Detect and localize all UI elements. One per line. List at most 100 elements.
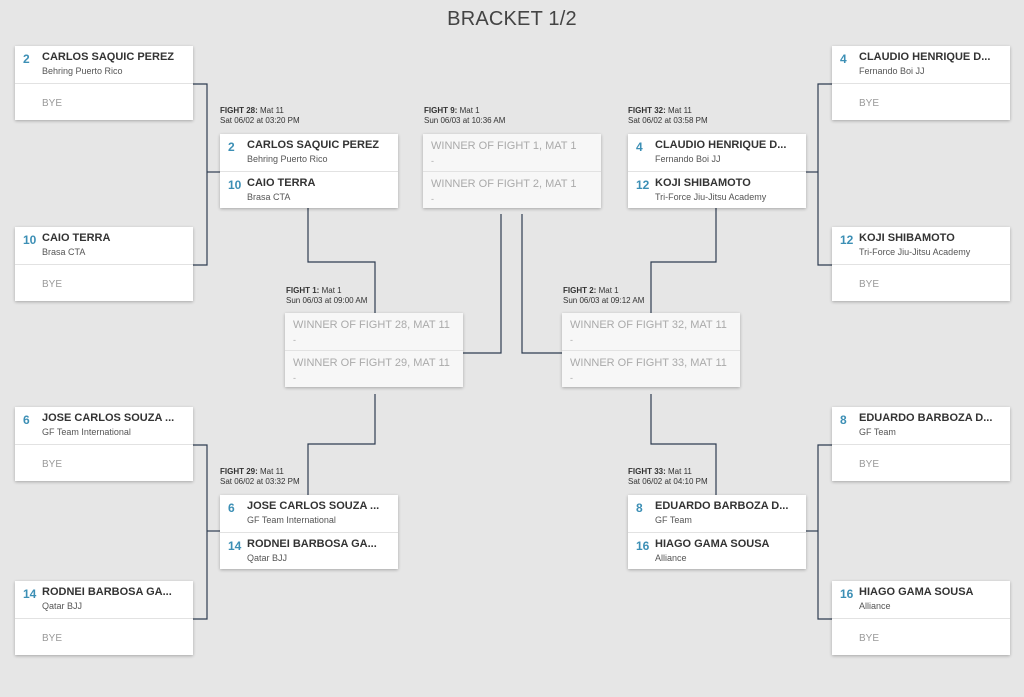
fight-date: Sat 06/02 at 03:58 PM xyxy=(628,116,708,125)
team-name: Brasa CTA xyxy=(247,192,291,202)
competitor-slot[interactable]: 8 EDUARDO BARBOZA D... GF Team xyxy=(628,495,806,532)
team-name: GF Team xyxy=(859,427,896,437)
fight-card[interactable]: WINNER OF FIGHT 28, MAT 11 - WINNER OF F… xyxy=(285,313,463,387)
team-name: Tri-Force Jiu-Jitsu Academy xyxy=(859,247,971,257)
bye-slot: BYE xyxy=(15,264,193,301)
competitor-slot[interactable]: 4 CLAUDIO HENRIQUE D... Fernando Boi JJ xyxy=(628,134,806,171)
seed-number: 12 xyxy=(840,233,854,247)
pending-slot[interactable]: WINNER OF FIGHT 2, MAT 1 - xyxy=(423,171,601,208)
competitor-slot[interactable]: 14 RODNEI BARBOSA GA... Qatar BJJ xyxy=(220,532,398,569)
bye-label: BYE xyxy=(859,98,880,109)
competitor-slot[interactable]: 16 HIAGO GAMA SOUSA Alliance xyxy=(628,532,806,569)
bye-label: BYE xyxy=(42,459,63,470)
bye-label: BYE xyxy=(42,279,63,290)
bracket-entry[interactable]: 14 RODNEI BARBOSA GA... Qatar BJJ BYE xyxy=(15,581,193,655)
fight-date: Sun 06/03 at 09:12 AM xyxy=(563,296,645,305)
competitor-name: RODNEI BARBOSA GA... xyxy=(247,538,377,550)
fight-number: FIGHT 9: xyxy=(424,106,458,115)
pending-slot[interactable]: WINNER OF FIGHT 32, MAT 11 - xyxy=(562,313,740,350)
fight-info: FIGHT 2: Mat 1 Sun 06/03 at 09:12 AM xyxy=(563,286,644,306)
competitor-name: JOSE CARLOS SOUZA ... xyxy=(247,500,380,512)
team-name: Qatar BJJ xyxy=(247,553,288,563)
fight-date: Sat 06/02 at 03:20 PM xyxy=(220,116,300,125)
seed-number: 14 xyxy=(23,587,37,601)
mat-label: Mat 11 xyxy=(260,106,284,115)
fight-info: FIGHT 9: Mat 1 Sun 06/03 at 10:36 AM xyxy=(424,106,505,126)
winner-placeholder: WINNER OF FIGHT 28, MAT 11 xyxy=(293,319,450,331)
team-name: Behring Puerto Rico xyxy=(42,66,123,76)
mat-label: Mat 11 xyxy=(668,467,692,476)
mat-label: Mat 1 xyxy=(321,286,342,295)
fight-card[interactable]: 6 JOSE CARLOS SOUZA ... GF Team Internat… xyxy=(220,495,398,569)
team-name: GF Team International xyxy=(42,427,131,437)
winner-placeholder: WINNER OF FIGHT 2, MAT 1 xyxy=(431,178,577,190)
fight-date: Sun 06/03 at 10:36 AM xyxy=(424,116,506,125)
fight-info: FIGHT 32: Mat 11 Sat 06/02 at 03:58 PM xyxy=(628,106,708,126)
bracket-entry[interactable]: 12 KOJI SHIBAMOTO Tri-Force Jiu-Jitsu Ac… xyxy=(832,227,1010,301)
pending-slot[interactable]: WINNER OF FIGHT 29, MAT 11 - xyxy=(285,350,463,387)
bye-slot: BYE xyxy=(832,444,1010,481)
bye-label: BYE xyxy=(859,633,880,644)
pending-dash: - xyxy=(570,335,573,345)
bracket-entry[interactable]: 2 CARLOS SAQUIC PEREZ Behring Puerto Ric… xyxy=(15,46,193,120)
seed-number: 6 xyxy=(23,413,30,427)
bye-slot: BYE xyxy=(832,264,1010,301)
fight-card[interactable]: WINNER OF FIGHT 1, MAT 1 - WINNER OF FIG… xyxy=(423,134,601,208)
competitor-slot[interactable]: 2 CARLOS SAQUIC PEREZ Behring Puerto Ric… xyxy=(15,46,193,83)
seed-number: 10 xyxy=(23,233,37,247)
seed-number: 8 xyxy=(636,501,643,515)
fight-number: FIGHT 2: xyxy=(563,286,597,295)
winner-placeholder: WINNER OF FIGHT 32, MAT 11 xyxy=(570,319,727,331)
bracket-entry[interactable]: 4 CLAUDIO HENRIQUE D... Fernando Boi JJ … xyxy=(832,46,1010,120)
fight-info: FIGHT 33: Mat 11 Sat 06/02 at 04:10 PM xyxy=(628,467,708,487)
seed-number: 2 xyxy=(228,140,235,154)
bracket-entry[interactable]: 10 CAIO TERRA Brasa CTA BYE xyxy=(15,227,193,301)
bye-label: BYE xyxy=(859,279,880,290)
bracket-entry[interactable]: 8 EDUARDO BARBOZA D... GF Team BYE xyxy=(832,407,1010,481)
competitor-name: CAIO TERRA xyxy=(247,177,316,189)
seed-number: 10 xyxy=(228,178,242,192)
bye-label: BYE xyxy=(42,98,63,109)
competitor-name: CAIO TERRA xyxy=(42,232,111,244)
fight-date: Sat 06/02 at 04:10 PM xyxy=(628,477,708,486)
mat-label: Mat 1 xyxy=(459,106,480,115)
fight-card[interactable]: 2 CARLOS SAQUIC PEREZ Behring Puerto Ric… xyxy=(220,134,398,208)
fight-number: FIGHT 28: xyxy=(220,106,258,115)
fight-card[interactable]: 8 EDUARDO BARBOZA D... GF Team 16 HIAGO … xyxy=(628,495,806,569)
competitor-name: CLAUDIO HENRIQUE D... xyxy=(655,139,787,151)
bye-slot: BYE xyxy=(832,618,1010,655)
team-name: Alliance xyxy=(655,553,687,563)
competitor-slot[interactable]: 2 CARLOS SAQUIC PEREZ Behring Puerto Ric… xyxy=(220,134,398,171)
competitor-slot[interactable]: 12 KOJI SHIBAMOTO Tri-Force Jiu-Jitsu Ac… xyxy=(628,171,806,208)
fight-info: FIGHT 1: Mat 1 Sun 06/03 at 09:00 AM xyxy=(286,286,367,306)
competitor-name: CARLOS SAQUIC PEREZ xyxy=(42,51,175,63)
competitor-slot[interactable]: 16 HIAGO GAMA SOUSA Alliance xyxy=(832,581,1010,618)
bracket-entry[interactable]: 16 HIAGO GAMA SOUSA Alliance BYE xyxy=(832,581,1010,655)
fight-card[interactable]: 4 CLAUDIO HENRIQUE D... Fernando Boi JJ … xyxy=(628,134,806,208)
team-name: Qatar BJJ xyxy=(42,601,83,611)
competitor-slot[interactable]: 6 JOSE CARLOS SOUZA ... GF Team Internat… xyxy=(220,495,398,532)
team-name: Brasa CTA xyxy=(42,247,86,257)
competitor-slot[interactable]: 4 CLAUDIO HENRIQUE D... Fernando Boi JJ xyxy=(832,46,1010,83)
team-name: GF Team International xyxy=(247,515,336,525)
pending-slot[interactable]: WINNER OF FIGHT 33, MAT 11 - xyxy=(562,350,740,387)
fight-number: FIGHT 32: xyxy=(628,106,666,115)
fight-card[interactable]: WINNER OF FIGHT 32, MAT 11 - WINNER OF F… xyxy=(562,313,740,387)
competitor-slot[interactable]: 8 EDUARDO BARBOZA D... GF Team xyxy=(832,407,1010,444)
bracket-entry[interactable]: 6 JOSE CARLOS SOUZA ... GF Team Internat… xyxy=(15,407,193,481)
competitor-name: KOJI SHIBAMOTO xyxy=(655,177,751,189)
seed-number: 14 xyxy=(228,539,242,553)
team-name: Tri-Force Jiu-Jitsu Academy xyxy=(655,192,767,202)
competitor-slot[interactable]: 10 CAIO TERRA Brasa CTA xyxy=(220,171,398,208)
competitor-name: HIAGO GAMA SOUSA xyxy=(859,586,974,598)
competitor-slot[interactable]: 10 CAIO TERRA Brasa CTA xyxy=(15,227,193,264)
competitor-slot[interactable]: 12 KOJI SHIBAMOTO Tri-Force Jiu-Jitsu Ac… xyxy=(832,227,1010,264)
competitor-name: CARLOS SAQUIC PEREZ xyxy=(247,139,380,151)
competitor-slot[interactable]: 6 JOSE CARLOS SOUZA ... GF Team Internat… xyxy=(15,407,193,444)
seed-number: 16 xyxy=(840,587,854,601)
pending-slot[interactable]: WINNER OF FIGHT 1, MAT 1 - xyxy=(423,134,601,171)
competitor-slot[interactable]: 14 RODNEI BARBOSA GA... Qatar BJJ xyxy=(15,581,193,618)
pending-slot[interactable]: WINNER OF FIGHT 28, MAT 11 - xyxy=(285,313,463,350)
seed-number: 16 xyxy=(636,539,650,553)
